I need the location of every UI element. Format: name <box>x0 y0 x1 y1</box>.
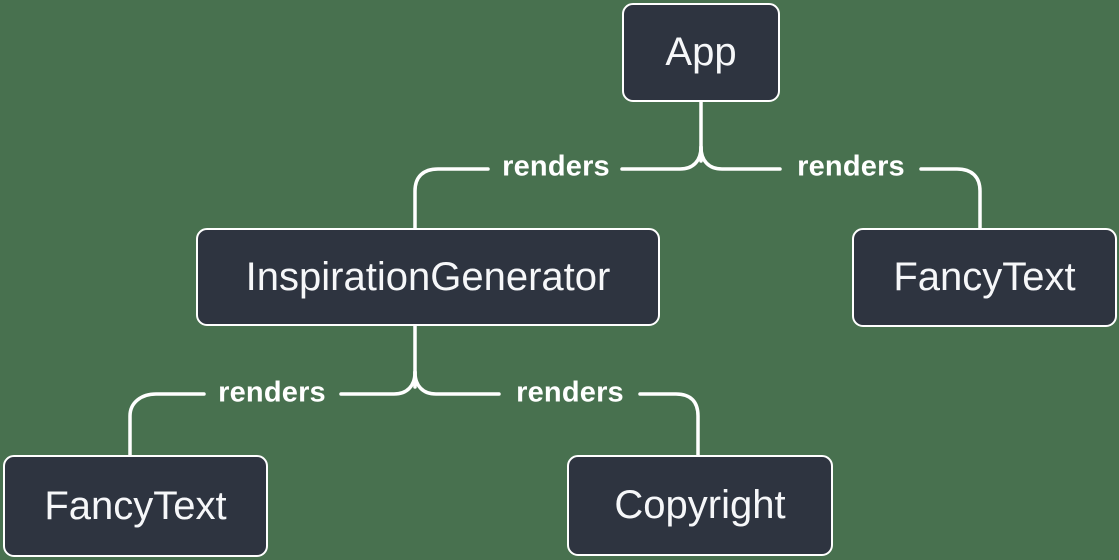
edge-app-inspirationgenerator-line-b <box>413 167 490 230</box>
node-app: App <box>622 3 780 102</box>
edge-label-app-fancytext: renders <box>797 150 905 183</box>
edge-app-fancytext-line-a <box>699 145 782 171</box>
edge-label-inspirationgenerator-copyright: renders <box>516 376 624 409</box>
node-fancy-text-left: FancyText <box>3 455 268 557</box>
node-copyright: Copyright <box>567 455 833 556</box>
node-inspiration-generator: InspirationGenerator <box>196 228 660 326</box>
edge-inspirationgenerator-copyright-line-a <box>413 370 501 396</box>
edge-inspirationgenerator-fancytext-line-a <box>339 370 417 396</box>
edge-label-inspirationgenerator-fancytext: renders <box>218 376 326 409</box>
edge-app-inspirationgenerator-line-a <box>620 145 703 171</box>
edge-app-fancytext-line-b <box>919 167 982 230</box>
node-fancy-text-right: FancyText <box>852 228 1117 327</box>
edge-inspirationgenerator-copyright-line-b <box>638 392 700 457</box>
edge-inspirationgenerator-fancytext-line-b <box>128 392 206 457</box>
edge-label-app-inspirationgenerator: renders <box>502 150 610 183</box>
